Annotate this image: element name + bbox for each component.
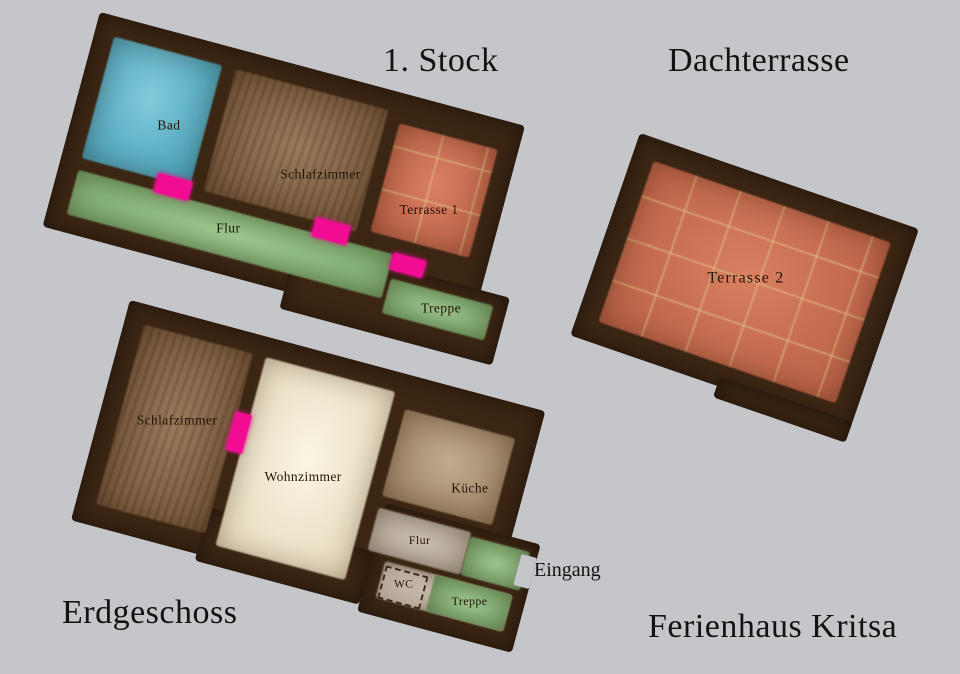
- title-ground-floor: Erdgeschoss: [62, 594, 238, 631]
- room-label-kitchen: Küche: [451, 480, 489, 496]
- house-name: Ferienhaus Kritsa: [648, 608, 898, 645]
- entrance-label: Eingang: [534, 559, 601, 581]
- room-label-bedroom: Schlafzimmer: [136, 412, 218, 428]
- title-first-floor: 1. Stock: [383, 42, 499, 79]
- room-label-hallway: Flur: [216, 220, 241, 236]
- room-label-living-room: Wohnzimmer: [264, 468, 342, 484]
- title-roof-terrace: Dachterrasse: [668, 42, 850, 79]
- roof-terrace-plan: Terrasse 2: [565, 133, 924, 448]
- room-label-stairs: Treppe: [420, 300, 461, 316]
- room-label-hallway: Flur: [408, 533, 431, 548]
- room-label-bedroom: Schlafzimmer: [280, 166, 361, 182]
- room-label-bathroom: Bad: [157, 117, 181, 133]
- room-label-terrace-2: Terrasse 2: [707, 269, 785, 287]
- room-label-terrace-1: Terrasse 1: [399, 201, 459, 217]
- room-label-wc: WC: [394, 578, 414, 591]
- room-label-stairs: Treppe: [451, 594, 488, 609]
